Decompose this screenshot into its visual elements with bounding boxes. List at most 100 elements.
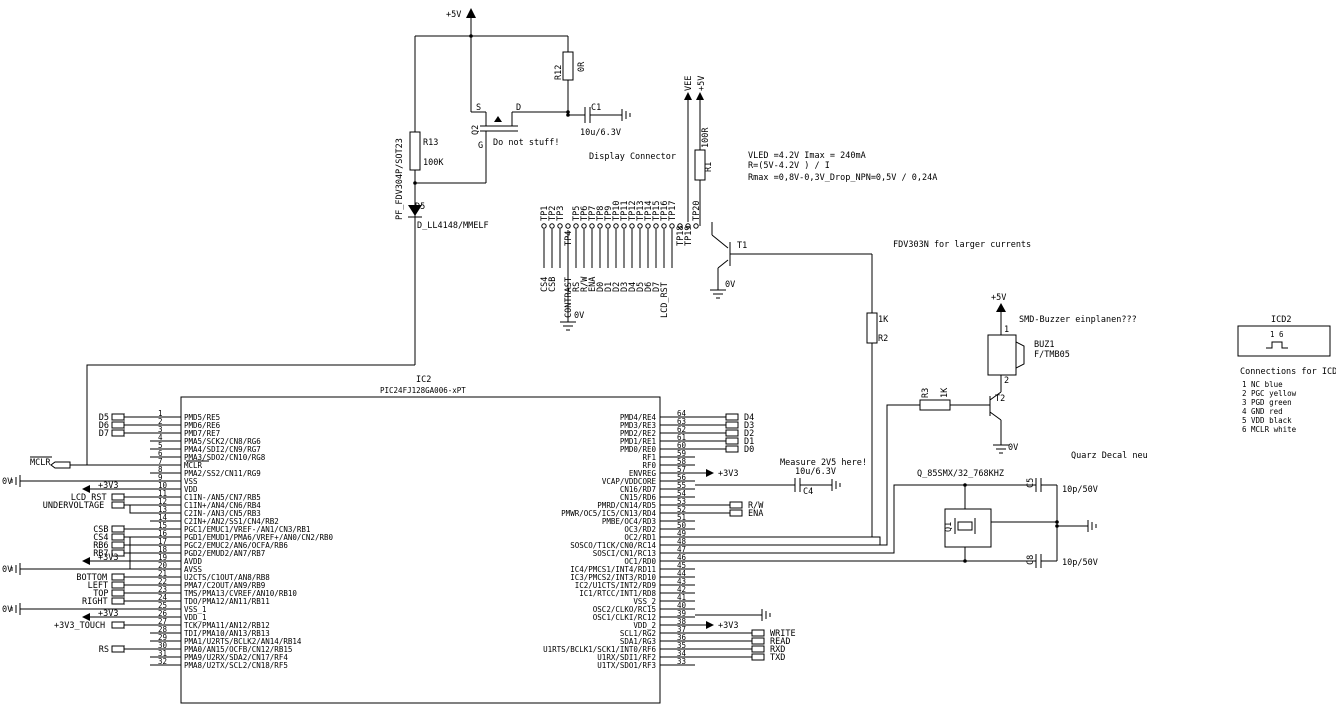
ic2-pin-39-number: 39 — [677, 609, 686, 618]
ic2-pin-32-name: PMA8/U2TX/SCL2/CN18/RF5 — [184, 661, 288, 670]
ic2-pin-44-name: IC3/PMCS2/INT3/RD10 — [570, 573, 656, 582]
ic2-pin-19-name: AVDD — [184, 557, 203, 566]
testpoint-2-label: TP2 — [548, 206, 558, 221]
ic2-pin-50-number: 50 — [677, 521, 687, 530]
led-calc-notes: VLED =4.2V Imax = 240mA R=(5V-4.2V ) / I… — [748, 151, 937, 183]
r12-resistor: R12 0R — [554, 36, 587, 112]
testpoint-16-label: TP16 — [660, 201, 670, 221]
net-label-top: TOP — [93, 589, 108, 599]
ic2-pin-55-name: CN16/RD7 — [620, 485, 656, 494]
net-label-3v3: +3V3 — [98, 481, 118, 491]
testpoint-16 — [661, 223, 667, 229]
ic2-pin-7-number: 7 — [158, 457, 163, 466]
testpoint-row — [541, 222, 713, 268]
testpoint-10 — [613, 223, 619, 229]
ic2-pin-32-number: 32 — [158, 657, 167, 666]
net-lcd-group — [129, 505, 150, 514]
testpoint-14-signal: D6 — [644, 282, 654, 292]
ic2-pin-34-name: U1RX/SDI1/RF2 — [597, 653, 656, 662]
testpoint-11 — [621, 223, 627, 229]
ic2-pin-28-name: TDI/PMA10/AN13/RB13 — [184, 629, 270, 638]
ic2-pin-20-number: 20 — [158, 561, 168, 570]
testpoint-15-label: TP15 — [652, 201, 662, 221]
net-label-rs: RS — [99, 645, 109, 655]
ic2-pin-13-name: C2IN-/AN3/CN5/RB3 — [184, 509, 261, 518]
ic2-pin-19-number: 19 — [158, 553, 167, 562]
ic2-pin-48-number: 48 — [677, 537, 687, 546]
ic2-pin-23-name: TMS/PMA13/CVREF/AN10/RB10 — [184, 589, 297, 598]
svg-text:6 MCLR white: 6 MCLR white — [1242, 425, 1297, 434]
testpoint-12-label: TP12 — [628, 201, 638, 221]
svg-text:+5V: +5V — [697, 76, 707, 91]
ic2-pin-15-name: PGC1/EMUC1/VREF-/AN1/CN3/RB1 — [184, 525, 310, 534]
testpoint-1-label: TP1 — [540, 206, 550, 221]
ic2-pin-42-number: 42 — [677, 585, 686, 594]
svg-text:C4: C4 — [803, 487, 813, 497]
net-label-rxd: RXD — [770, 645, 785, 655]
ic2-pin-26-number: 26 — [158, 609, 168, 618]
svg-text:0V: 0V — [725, 280, 735, 290]
testpoint-6 — [581, 223, 587, 229]
ic2-pin-39-name: OSC1/CLKI/RC12 — [593, 613, 656, 622]
ic2-pin-35-name: U1RTS/BCLK1/SCK1/INT0/RF6 — [543, 645, 656, 654]
svg-text:5 VDD black: 5 VDD black — [1242, 416, 1292, 425]
ic2-pin-43-name: IC2/U1CTS/INT2/RD9 — [575, 581, 656, 590]
testpoint-6-label: TP6 — [580, 206, 590, 221]
ic2-pin-14-name: C2IN+/AN2/SS1/CN4/RB2 — [184, 517, 279, 526]
svg-text:D_LL4148/MMELF: D_LL4148/MMELF — [417, 221, 489, 231]
ic2-pin-24-number: 24 — [158, 593, 168, 602]
ic2-pin-60-name: PMD0/RE0 — [620, 445, 657, 454]
testpoint-2-signal: CSB — [548, 277, 558, 292]
testpoint-14-label: TP14 — [644, 201, 654, 221]
ic2-pin-53-number: 53 — [677, 497, 686, 506]
ic2-pin-11-number: 11 — [158, 489, 167, 498]
testpoint-4-signal: CONTRAST — [564, 277, 574, 318]
ic2-pin-54-name: CN15/RD6 — [620, 493, 657, 502]
ic2-pin-8-name: PMA2/SS2/CN11/RG9 — [184, 469, 261, 478]
ic2-pin-51-number: 51 — [677, 513, 686, 522]
ic2-pin-28-number: 28 — [158, 625, 168, 634]
ic2-pin-25-name: VSS_1 — [184, 605, 207, 614]
ic2-pin-30-name: PMA0/AN15/OCFB/CN12/RB15 — [184, 645, 292, 654]
ic2-pin-12-name: C1IN+/AN4/CN6/RB4 — [184, 501, 261, 510]
testpoint-15 — [653, 223, 659, 229]
ground-vss2 — [695, 609, 771, 621]
svg-text:C5: C5 — [1026, 478, 1036, 488]
svg-text:C8: C8 — [1026, 555, 1036, 565]
svg-text:F/TMB05: F/TMB05 — [1034, 350, 1070, 360]
display-connector-label: Display Connector — [589, 152, 676, 162]
ic2-pin-47-name: SOSCI/CN1/RC13 — [593, 549, 656, 558]
net-oc3 — [660, 536, 881, 545]
svg-text:C1: C1 — [591, 103, 601, 113]
svg-text:R=(5V-4.2V ) / I: R=(5V-4.2V ) / I — [748, 161, 830, 171]
svg-text:Q2: Q2 — [471, 125, 481, 135]
ground-crystal — [991, 485, 1097, 561]
net-label-ena: ENA — [748, 509, 763, 519]
net-label-d5: D5 — [99, 413, 109, 423]
testpoint-17-label: TP17 — [668, 201, 678, 221]
ic2-pin-45-name: IC4/PMCS1/INT4/RD11 — [570, 565, 656, 574]
testpoint-10-signal: D2 — [612, 282, 622, 292]
t1-transistor: T1 0V — [710, 222, 872, 299]
ic2-ref: IC2 — [416, 375, 431, 385]
svg-text:2 PGC yellow: 2 PGC yellow — [1242, 389, 1297, 398]
svg-text:+5V: +5V — [991, 293, 1006, 303]
net-label-r-w: R/W — [748, 501, 764, 511]
ic2-pin-4-number: 4 — [158, 433, 163, 442]
q1-value: Q_85SMX/32_768KHZ — [917, 469, 1004, 479]
net-mclr-feed — [86, 364, 415, 433]
ic2-pin-8-number: 8 — [158, 465, 163, 474]
net-label--3v3-touch: +3V3_TOUCH — [54, 621, 105, 631]
svg-text:4 GND red: 4 GND red — [1242, 407, 1283, 416]
net-sosci — [660, 547, 966, 562]
svg-text:T1: T1 — [737, 241, 747, 251]
net-label-mclr: MCLR — [30, 458, 51, 468]
c1-capacitor: C1 10u/6.3V — [568, 103, 631, 138]
testpoint-2 — [549, 223, 555, 229]
net-cs-group — [129, 537, 150, 570]
svg-text:0V: 0V — [1008, 443, 1018, 453]
ic2-pin-24-name: TDO/PMA12/AN11/RB11 — [184, 597, 270, 606]
ic2-pin-58-number: 58 — [677, 457, 687, 466]
ic2-pin-48-name: SOSCO/T1CK/CN0/RC14 — [570, 541, 656, 550]
